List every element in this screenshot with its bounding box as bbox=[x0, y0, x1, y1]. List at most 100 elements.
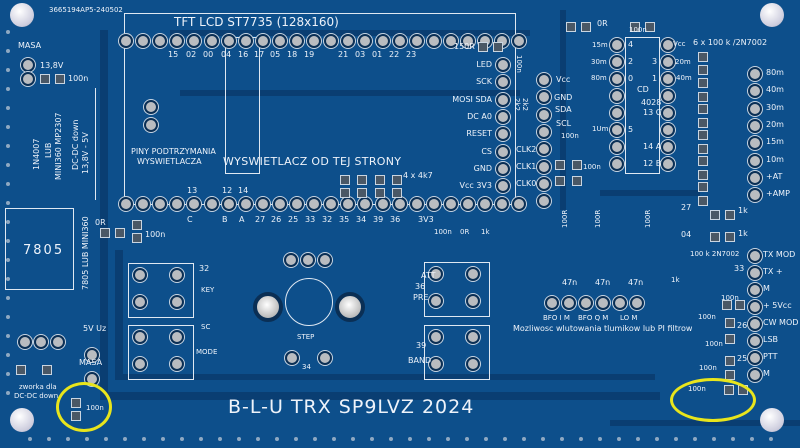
dcdc-label: DC-DC down bbox=[71, 119, 80, 170]
pad bbox=[21, 58, 35, 72]
switch-pad bbox=[429, 267, 443, 281]
pad bbox=[318, 351, 332, 365]
header-pad bbox=[187, 197, 202, 211]
header-pad bbox=[613, 296, 627, 310]
via bbox=[332, 437, 336, 441]
smd-pad bbox=[357, 175, 367, 185]
header-pad bbox=[748, 317, 762, 331]
band-switch-outline bbox=[424, 325, 490, 380]
header-pad bbox=[375, 197, 390, 211]
header-pad bbox=[596, 296, 610, 310]
ic-pad bbox=[610, 123, 624, 137]
output-label: BFO Q M bbox=[578, 314, 609, 322]
cap-label: 47n bbox=[562, 278, 578, 287]
via bbox=[123, 437, 127, 441]
via bbox=[6, 30, 10, 34]
via bbox=[6, 258, 10, 262]
resistor-label: 27 bbox=[681, 203, 692, 212]
switch-pad bbox=[133, 295, 147, 309]
pin-label: 00 bbox=[203, 50, 214, 59]
pin-label: 14 bbox=[238, 186, 249, 195]
pin-label: Vcc 3V3 bbox=[459, 181, 492, 191]
regulator-outline bbox=[5, 208, 74, 290]
output-label: BFO I M bbox=[543, 314, 570, 322]
header-pad bbox=[748, 334, 762, 348]
jumper-label: zworka dla bbox=[19, 383, 57, 391]
via bbox=[465, 437, 469, 441]
via bbox=[693, 437, 697, 441]
header-pad bbox=[153, 34, 168, 48]
header-pad bbox=[324, 197, 339, 211]
via bbox=[6, 353, 10, 357]
resistor-label: 0R bbox=[460, 228, 470, 236]
smd-pad bbox=[698, 130, 708, 140]
encoder-mount-pad bbox=[253, 292, 283, 322]
via bbox=[484, 437, 488, 441]
masa-label: MASA bbox=[79, 358, 103, 367]
header-pad bbox=[537, 142, 551, 157]
smd-pad bbox=[710, 232, 720, 242]
header-pad bbox=[537, 124, 551, 139]
pin-label: 25 bbox=[737, 354, 748, 363]
via bbox=[28, 437, 32, 441]
connector-label: M bbox=[763, 284, 770, 293]
smd-pad bbox=[722, 300, 732, 310]
via bbox=[6, 125, 10, 129]
connector-label: M bbox=[763, 369, 770, 378]
via bbox=[6, 201, 10, 205]
jumper-label: DC-DC down bbox=[14, 392, 59, 400]
resistor-label: 100R bbox=[594, 209, 602, 228]
switch-pad bbox=[133, 330, 147, 344]
pin-label: Vcc bbox=[556, 75, 571, 84]
smd-pad bbox=[698, 78, 708, 88]
ic-pad bbox=[661, 140, 675, 154]
header-pad bbox=[496, 127, 510, 142]
cap-label: 100n bbox=[145, 230, 166, 239]
via bbox=[294, 437, 298, 441]
support-pins-label: PINY PODTRZYMANIA bbox=[131, 147, 216, 156]
switch-pad bbox=[133, 268, 147, 282]
connector-label: TX MOD bbox=[763, 250, 796, 259]
via bbox=[104, 437, 108, 441]
band-label: 40m bbox=[676, 74, 692, 82]
header-pad bbox=[496, 58, 510, 72]
pin-label: 12 bbox=[222, 186, 233, 195]
band-output-label: +AT bbox=[766, 171, 783, 181]
via bbox=[636, 437, 640, 441]
ic-pad bbox=[661, 72, 675, 86]
header-pad bbox=[537, 194, 551, 209]
smd-pad bbox=[698, 144, 708, 154]
via bbox=[161, 437, 165, 441]
pad bbox=[21, 72, 35, 86]
smd-pad bbox=[710, 210, 720, 220]
smd-pad bbox=[375, 188, 385, 198]
header-pad bbox=[512, 197, 527, 211]
board-title: B-L-U TRX SP9LVZ 2024 bbox=[228, 396, 475, 418]
smd-pad bbox=[392, 175, 402, 185]
mode-label: MODE bbox=[196, 348, 218, 356]
pin-label: CLK1 bbox=[516, 162, 537, 171]
trace bbox=[100, 30, 108, 400]
header-pad bbox=[153, 197, 168, 211]
via bbox=[522, 437, 526, 441]
5v-label: 5V Uz bbox=[83, 324, 107, 333]
smd-pad bbox=[340, 188, 350, 198]
pin-label: 34 bbox=[302, 363, 311, 371]
via bbox=[712, 437, 716, 441]
trace bbox=[170, 30, 530, 36]
pin-label: GND bbox=[554, 93, 573, 102]
pin-label: 0 bbox=[628, 74, 634, 83]
voltage-label: 13,8V bbox=[40, 61, 64, 70]
pin-label: MOSI SDA bbox=[452, 94, 492, 104]
ic-pad bbox=[610, 106, 624, 120]
header-pad bbox=[392, 197, 407, 211]
header-pad bbox=[290, 34, 304, 48]
pin-label: 4 bbox=[628, 40, 634, 49]
header-pad bbox=[748, 300, 762, 314]
smd-pad bbox=[698, 65, 708, 75]
pin-label: 18 bbox=[287, 50, 298, 59]
switch-pad bbox=[429, 330, 443, 344]
switch-pad bbox=[133, 357, 147, 371]
smd-pad bbox=[698, 156, 708, 166]
band-output-label: 80m bbox=[766, 68, 784, 77]
